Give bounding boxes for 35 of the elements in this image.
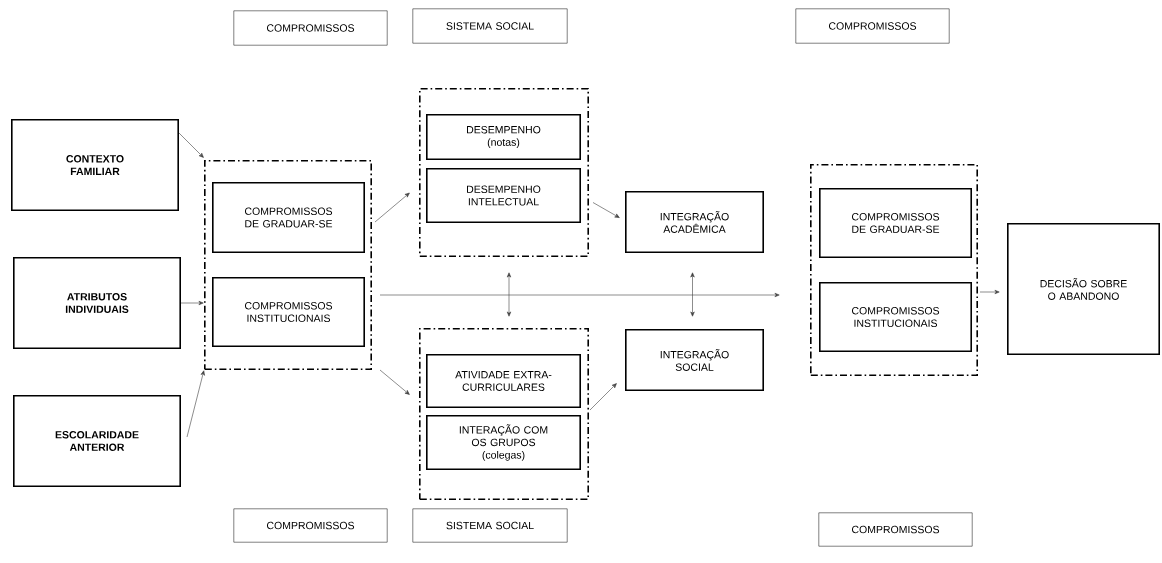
process-box: ATIVIDADE EXTRA-CURRICULARES <box>426 354 581 408</box>
factor-box: ATRIBUTOS INDIVIDUAIS <box>13 257 181 349</box>
label-box: COMPROMISSOS <box>818 512 973 547</box>
factor-box: CONTEXTO FAMILIAR <box>11 119 179 211</box>
arrow <box>379 369 410 395</box>
dashed-group-box <box>419 328 589 500</box>
label-box: SISTEMA SOCIAL <box>412 8 568 44</box>
dashed-group-box <box>419 88 589 257</box>
process-box: INTERAÇÃO COM OS GRUPOS (colegas) <box>426 415 581 470</box>
factor-box: ESCOLARIDADE ANTERIOR <box>13 395 181 487</box>
arrow <box>506 272 512 317</box>
process-box: DESEMPENHO (notas) <box>426 114 581 160</box>
label-box: COMPROMISSOS <box>233 10 388 46</box>
process-box: COMPROMISSOS DE GRADUAR-SE <box>212 182 365 253</box>
label-box: COMPROMISSOS <box>233 508 388 543</box>
arrow <box>178 132 204 158</box>
dashed-group-box <box>810 164 978 376</box>
arrow <box>186 370 205 438</box>
process-box: INTEGRAÇÃO ACADÊMICA <box>625 191 764 253</box>
arrow <box>374 192 410 223</box>
arrow <box>979 289 1000 295</box>
dashed-group-box <box>204 160 372 370</box>
arrow <box>690 272 695 317</box>
label-box: COMPROMISSOS <box>795 8 950 44</box>
process-box: DECISÃO SOBRE O ABANDONO <box>1007 223 1160 355</box>
process-box: INTEGRAÇÃO SOCIAL <box>625 329 764 391</box>
process-box: COMPROMISSOS DE GRADUAR-SE <box>819 188 972 258</box>
process-box: COMPROMISSOS INSTITUCIONAIS <box>212 277 365 347</box>
label-box: SISTEMA SOCIAL <box>412 508 568 543</box>
arrow <box>592 202 620 218</box>
process-box: COMPROMISSOS INSTITUCIONAIS <box>819 282 972 352</box>
arrow <box>379 292 780 298</box>
arrow <box>589 383 617 411</box>
arrow <box>180 300 204 306</box>
process-box: DESEMPENHO INTELECTUAL <box>426 168 581 223</box>
